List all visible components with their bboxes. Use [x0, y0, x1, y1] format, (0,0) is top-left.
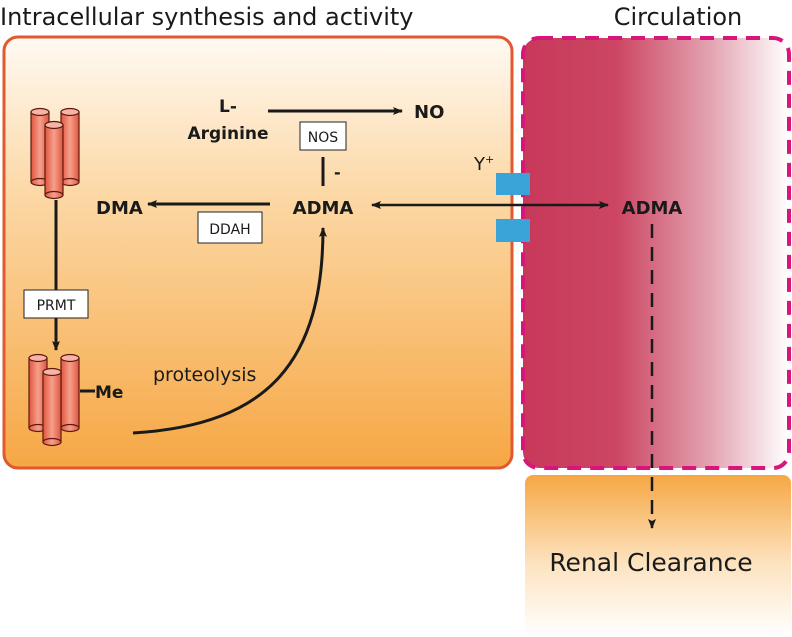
transporter-label: Y+	[473, 153, 494, 175]
circulation-compartment	[521, 36, 791, 470]
protein-unmethylated-icon	[30, 107, 80, 200]
circulation-title: Circulation	[614, 3, 743, 31]
prmt-label: PRMT	[37, 298, 76, 314]
renal-compartment	[525, 475, 791, 637]
no-label: NO	[414, 102, 444, 123]
nos-label: NOS	[308, 130, 338, 146]
nos-box	[299, 121, 347, 151]
cell-title: Intracellular synthesis and activity	[0, 3, 414, 31]
proteolysis-label: proteolysis	[153, 364, 256, 386]
transporter-top	[496, 173, 530, 195]
dma-label: DMA	[96, 198, 143, 219]
prmt-box	[23, 289, 89, 319]
intracellular-compartment	[2, 35, 514, 470]
adma-circulation: ADMA	[622, 198, 683, 219]
methyl-label: Me	[95, 383, 123, 403]
transporter-bottom	[496, 219, 530, 242]
l-arginine-label: Arginine	[187, 124, 268, 144]
proteolysis-arrow	[132, 227, 327, 435]
protein-methylated-icon	[28, 353, 80, 447]
l-arginine-prefix: L-	[219, 97, 237, 117]
adma-intracellular: ADMA	[293, 198, 354, 219]
renal-clearance-label: Renal Clearance	[549, 548, 752, 577]
ddah-label: DDAH	[209, 222, 250, 238]
ddah-box	[197, 211, 263, 244]
inhibition-sign: -	[334, 163, 341, 182]
